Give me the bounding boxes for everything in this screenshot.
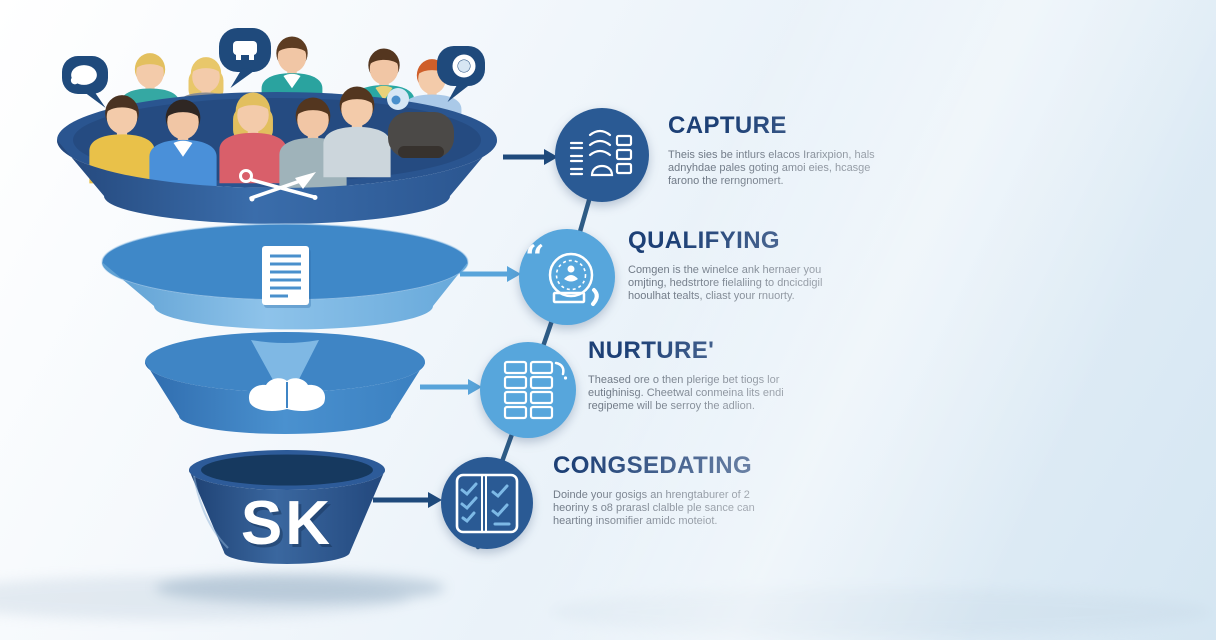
person-avatar (219, 92, 287, 184)
speech-bubble-icon (62, 56, 108, 108)
stage-qualifying: QUALIFYING Comgen is the winelce ank her… (628, 227, 850, 303)
magnifier-globe-icon: “ (525, 238, 599, 306)
stage-arrows (373, 149, 558, 508)
speech-bubble-icon (219, 28, 271, 88)
stage-circles: “ (441, 108, 649, 549)
funnel-tier-2 (101, 223, 469, 330)
crossed-arrows-icon (239, 169, 318, 202)
svg-text:“: “ (525, 238, 545, 278)
capture-circle (555, 108, 649, 202)
person-avatar (89, 95, 155, 184)
ground-shadows (0, 573, 1210, 636)
stage-title: CONGSEDATING (553, 452, 753, 479)
document-icon (262, 246, 311, 308)
sk-label-shadow: SK (244, 492, 336, 561)
funnel-tier-3 (145, 332, 425, 434)
person-avatar (323, 86, 391, 178)
checklist-icon (455, 473, 519, 534)
stage-nurture: NURTURE' Theased ore o then plerige bet … (588, 337, 810, 413)
stage-description: Theased ore o then plerige bet tiogs lor… (588, 374, 784, 412)
stage-description: Doinde your gosigs an hrengtaburer of 2 … (553, 489, 755, 527)
stage-capture: CAPTURE Theis sies be intlurs elacos Ira… (668, 112, 890, 188)
funnel-tier-1-front (57, 140, 497, 224)
speech-bubble-icon (437, 46, 485, 102)
arrow-nurture (420, 379, 482, 395)
stage-title: CAPTURE (668, 112, 787, 139)
arrow-consolidating (373, 492, 442, 508)
hands-icon (248, 378, 326, 411)
funnel-pour-notch (251, 340, 319, 394)
funnel-tier-4: SK SK (189, 450, 385, 564)
stage-description: Comgen is the winelce ank hernaer you om… (628, 264, 823, 302)
sk-label: SK (241, 489, 333, 558)
chat-badge-icon (387, 88, 409, 110)
stage-title: QUALIFYING (628, 227, 780, 254)
list-grid-icon (503, 360, 568, 420)
stage-title: NURTURE' (588, 337, 715, 364)
stacked-layers-icon (569, 129, 633, 177)
crowd-front-row (89, 86, 391, 191)
stage-consolidating: CONGSEDATING Doinde your gosigs an hreng… (553, 452, 785, 528)
stage-description: Theis sies be intlurs elacos Irarixpion,… (668, 149, 875, 187)
arrow-qualifying (460, 266, 521, 282)
speech-bubbles (62, 28, 485, 108)
office-chair (388, 112, 454, 158)
nurture-circle (480, 342, 576, 438)
arrow-capture (503, 149, 558, 165)
person-avatar (149, 99, 217, 191)
